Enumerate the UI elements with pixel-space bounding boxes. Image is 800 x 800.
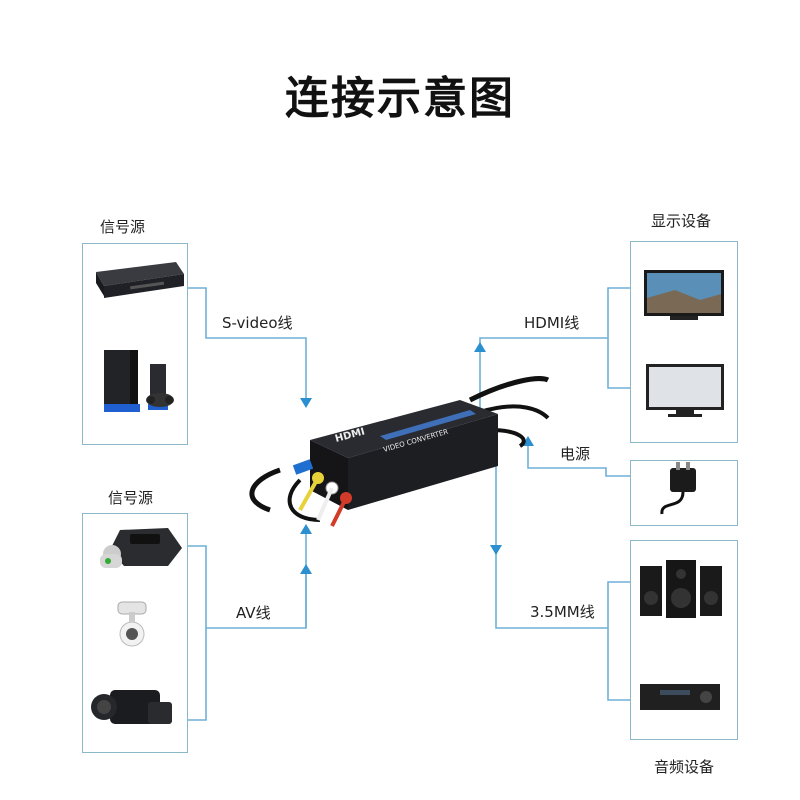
monitor-icon [646, 364, 724, 417]
svideo-cable-label: S-video线 [222, 314, 293, 332]
page-title: 连接示意图 [285, 73, 515, 124]
audio-connector-lower [607, 628, 630, 701]
video-converter-device [249, 376, 550, 527]
av-receiver-icon [640, 684, 720, 710]
av-connector-upper [188, 545, 207, 628]
svideo-arrow [300, 398, 312, 408]
signal-source-label-bottom: 信号源 [108, 489, 154, 507]
camcorder-icon [91, 690, 172, 724]
audio-arrow [490, 545, 502, 555]
display-device-label: 显示设备 [651, 212, 712, 230]
power-adapter-icon [660, 462, 696, 515]
retro-console-icon [100, 528, 182, 568]
security-camera-icon [117, 601, 147, 647]
audio-device-label: 音频设备 [654, 758, 715, 776]
av-cable-label: AV线 [236, 604, 271, 622]
hdmi-connector-lower [607, 338, 630, 389]
av-arrow-top [300, 524, 312, 534]
hdmi-arrow [474, 342, 486, 352]
hdmi-cable-label: HDMI线 [524, 314, 580, 332]
power-connector [527, 444, 630, 477]
signal-source-label-top: 信号源 [100, 218, 146, 236]
svideo-connector [188, 287, 307, 400]
audio-cable-label: 3.5MM线 [530, 603, 595, 621]
game-console-icon [104, 350, 174, 412]
bluray-player-icon [96, 262, 184, 298]
tv-icon [644, 270, 724, 320]
power-label: 电源 [560, 445, 591, 463]
speaker-system-icon [640, 560, 722, 618]
av-arrow-mid [300, 564, 312, 574]
